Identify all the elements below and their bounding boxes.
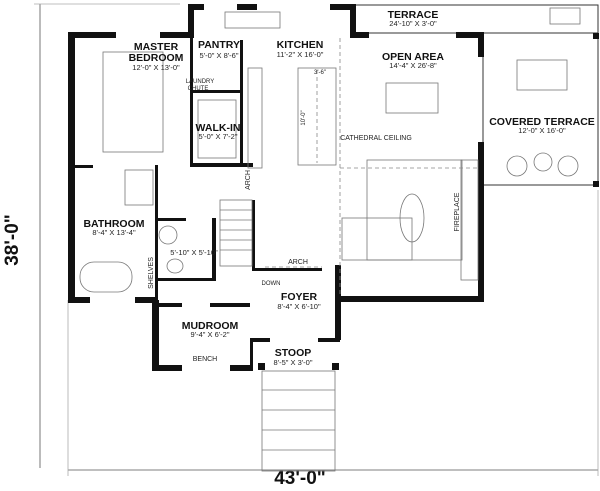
- bed: [102, 51, 164, 153]
- stoop-label: STOOP: [275, 347, 312, 359]
- kitchen-label: KITCHEN: [277, 39, 324, 51]
- powder-room-size: 5'-10" X 5'-10": [170, 248, 218, 257]
- foyer-size: 8'-4" X 6'-10": [277, 302, 321, 311]
- fireplace: [460, 159, 479, 281]
- arch-kitchen-label: ARCH: [245, 170, 252, 190]
- island-length-label: 10'-0": [301, 110, 307, 125]
- pantry-label: PANTRY: [198, 39, 240, 51]
- rug: [366, 159, 463, 261]
- bathroom-size: 8'-4" X 13'-4": [92, 228, 136, 237]
- arch-foyer-label: ARCH: [288, 259, 308, 266]
- toilet: [166, 258, 184, 274]
- dimension-lines: 38'-0" 43'-0": [2, 3, 599, 489]
- foyer-label: FOYER: [281, 291, 318, 303]
- bathroom-label: BATHROOM: [83, 218, 144, 230]
- laundry-chute-label: LAUNDRY: [186, 79, 215, 85]
- laundry-chute-label-2: CHUTE: [188, 86, 209, 92]
- open-area-label: OPEN AREA: [382, 51, 444, 63]
- master-bedroom-size: 12'-0" X 13'-0": [132, 63, 180, 72]
- room-labels: MASTER BEDROOM 12'-0" X 13'-0" PANTRY 5'…: [83, 9, 594, 367]
- covered-terrace-label: COVERED TERRACE: [489, 116, 595, 128]
- kitchen-size: 11'-2" X 16'-0": [277, 50, 324, 59]
- bench-label: BENCH: [193, 356, 218, 363]
- stairs: [219, 199, 253, 267]
- covered-terrace-size: 12'-0" X 16'-0": [518, 126, 566, 135]
- sink: [158, 225, 178, 245]
- walk-in-shelving: [197, 99, 237, 159]
- mudroom-size: 9'-4" X 6'-2": [190, 330, 229, 339]
- shower: [124, 169, 154, 206]
- overall-depth-label: 38'-0": [2, 214, 23, 266]
- overall-width-label: 43'-0": [274, 468, 326, 489]
- open-area-size: 14'-4" X 26'-8": [389, 61, 437, 70]
- pantry-size: 5'-0" X 8'-6": [199, 51, 238, 60]
- walk-in-label: WALK-IN: [196, 122, 241, 134]
- master-bedroom-label-2: BEDROOM: [129, 52, 184, 64]
- cathedral-ceiling-label: CATHEDRAL CEILING: [340, 135, 412, 142]
- sofa: [341, 217, 413, 261]
- terrace-size: 24'-10" X 3'-0": [389, 19, 437, 28]
- master-bedroom-label: MASTER: [134, 41, 179, 53]
- down-label: DOWN: [262, 281, 281, 287]
- fireplace-label: FIREPLACE: [454, 192, 461, 231]
- shelves-label: SHELVES: [148, 257, 155, 289]
- kitchen-counter: [247, 67, 263, 169]
- walk-in-size: 5'-0" X 7'-2": [198, 132, 237, 141]
- kitchen-sink: [224, 11, 281, 29]
- mudroom-label: MUDROOM: [182, 320, 239, 332]
- dining-table: [385, 82, 439, 114]
- fixtures: [79, 11, 479, 472]
- kitchen-island: [297, 67, 337, 166]
- island-width-label: 3'-6": [314, 70, 326, 76]
- terrace-label: TERRACE: [388, 9, 439, 21]
- terraces: [354, 4, 599, 187]
- bathtub: [79, 261, 133, 293]
- walls: [68, 4, 484, 371]
- stoop-size: 8'-5" X 3'-0": [273, 358, 312, 367]
- entry-steps: [261, 370, 336, 472]
